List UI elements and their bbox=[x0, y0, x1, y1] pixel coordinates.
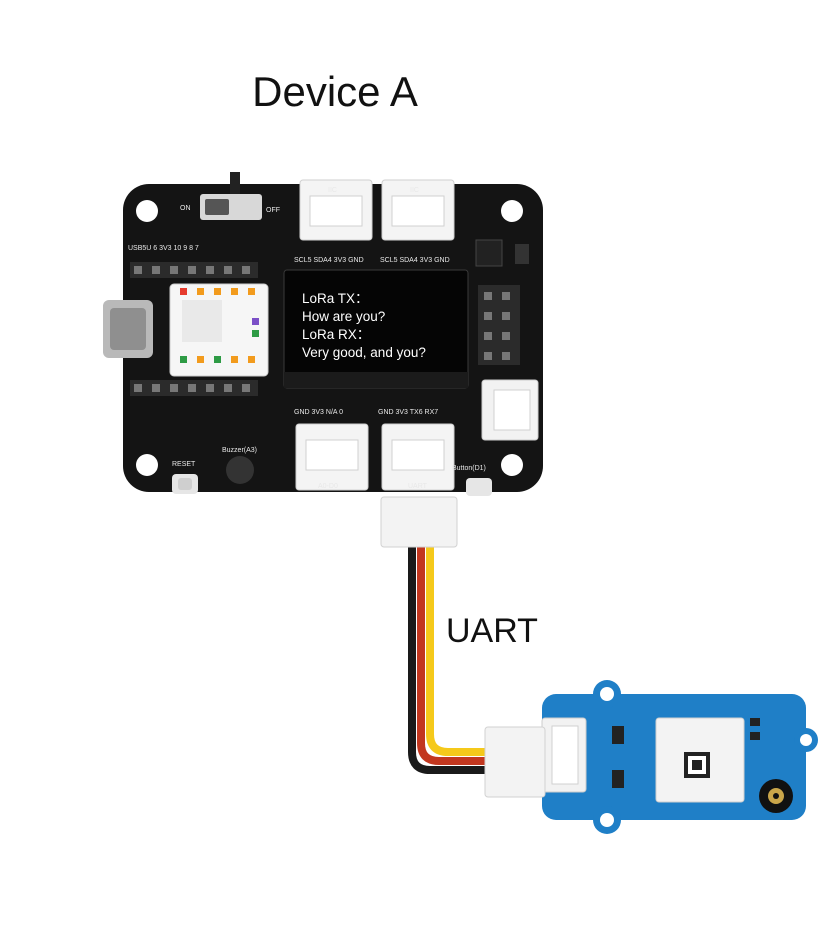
uart-link-label: UART bbox=[446, 612, 538, 650]
silk-grove-top-left: SCL5 SDA4 3V3 GND bbox=[294, 257, 364, 264]
silk-reset: RESET bbox=[172, 461, 196, 468]
silk-grove-top-right: SCL5 SDA4 3V3 GND bbox=[380, 257, 450, 264]
oled-display-text: LoRa TX： How are you? LoRa RX： Very good… bbox=[302, 290, 462, 362]
silk-buzzer: Buzzer(A3) bbox=[222, 447, 257, 454]
silk-grove-bottom-left: GND 3V3 N/A 0 bbox=[294, 409, 343, 416]
silk-switch-on: ON bbox=[180, 205, 191, 212]
oled-line-1: LoRa TX： bbox=[302, 291, 369, 306]
uart-cable bbox=[408, 545, 488, 774]
silk-a0: A0-D0 bbox=[318, 483, 338, 490]
expansion-board: USB5U 6 3V3 10 9 8 7 ON OFF SCL5 SDA4 3V… bbox=[103, 172, 543, 496]
diagram-title: Device A bbox=[252, 68, 418, 115]
oled-line-2: How are you? bbox=[302, 309, 386, 324]
silk-top-pins: USB5U 6 3V3 10 9 8 7 bbox=[128, 245, 199, 252]
lora-module bbox=[541, 680, 818, 834]
silk-uart: UART bbox=[408, 483, 428, 490]
silk-button: Button(D1) bbox=[452, 465, 486, 472]
silk-iic-2: IIC bbox=[410, 187, 419, 194]
oled-line-4: Very good, and you? bbox=[302, 345, 426, 360]
uart-plug-module bbox=[484, 726, 546, 798]
silk-iic-1: IIC bbox=[328, 187, 337, 194]
silk-switch-off: OFF bbox=[266, 207, 280, 214]
oled-line-3: LoRa RX： bbox=[302, 327, 371, 342]
silk-grove-bottom-right: GND 3V3 TX6 RX7 bbox=[378, 409, 438, 416]
uart-plug-board bbox=[380, 496, 458, 548]
